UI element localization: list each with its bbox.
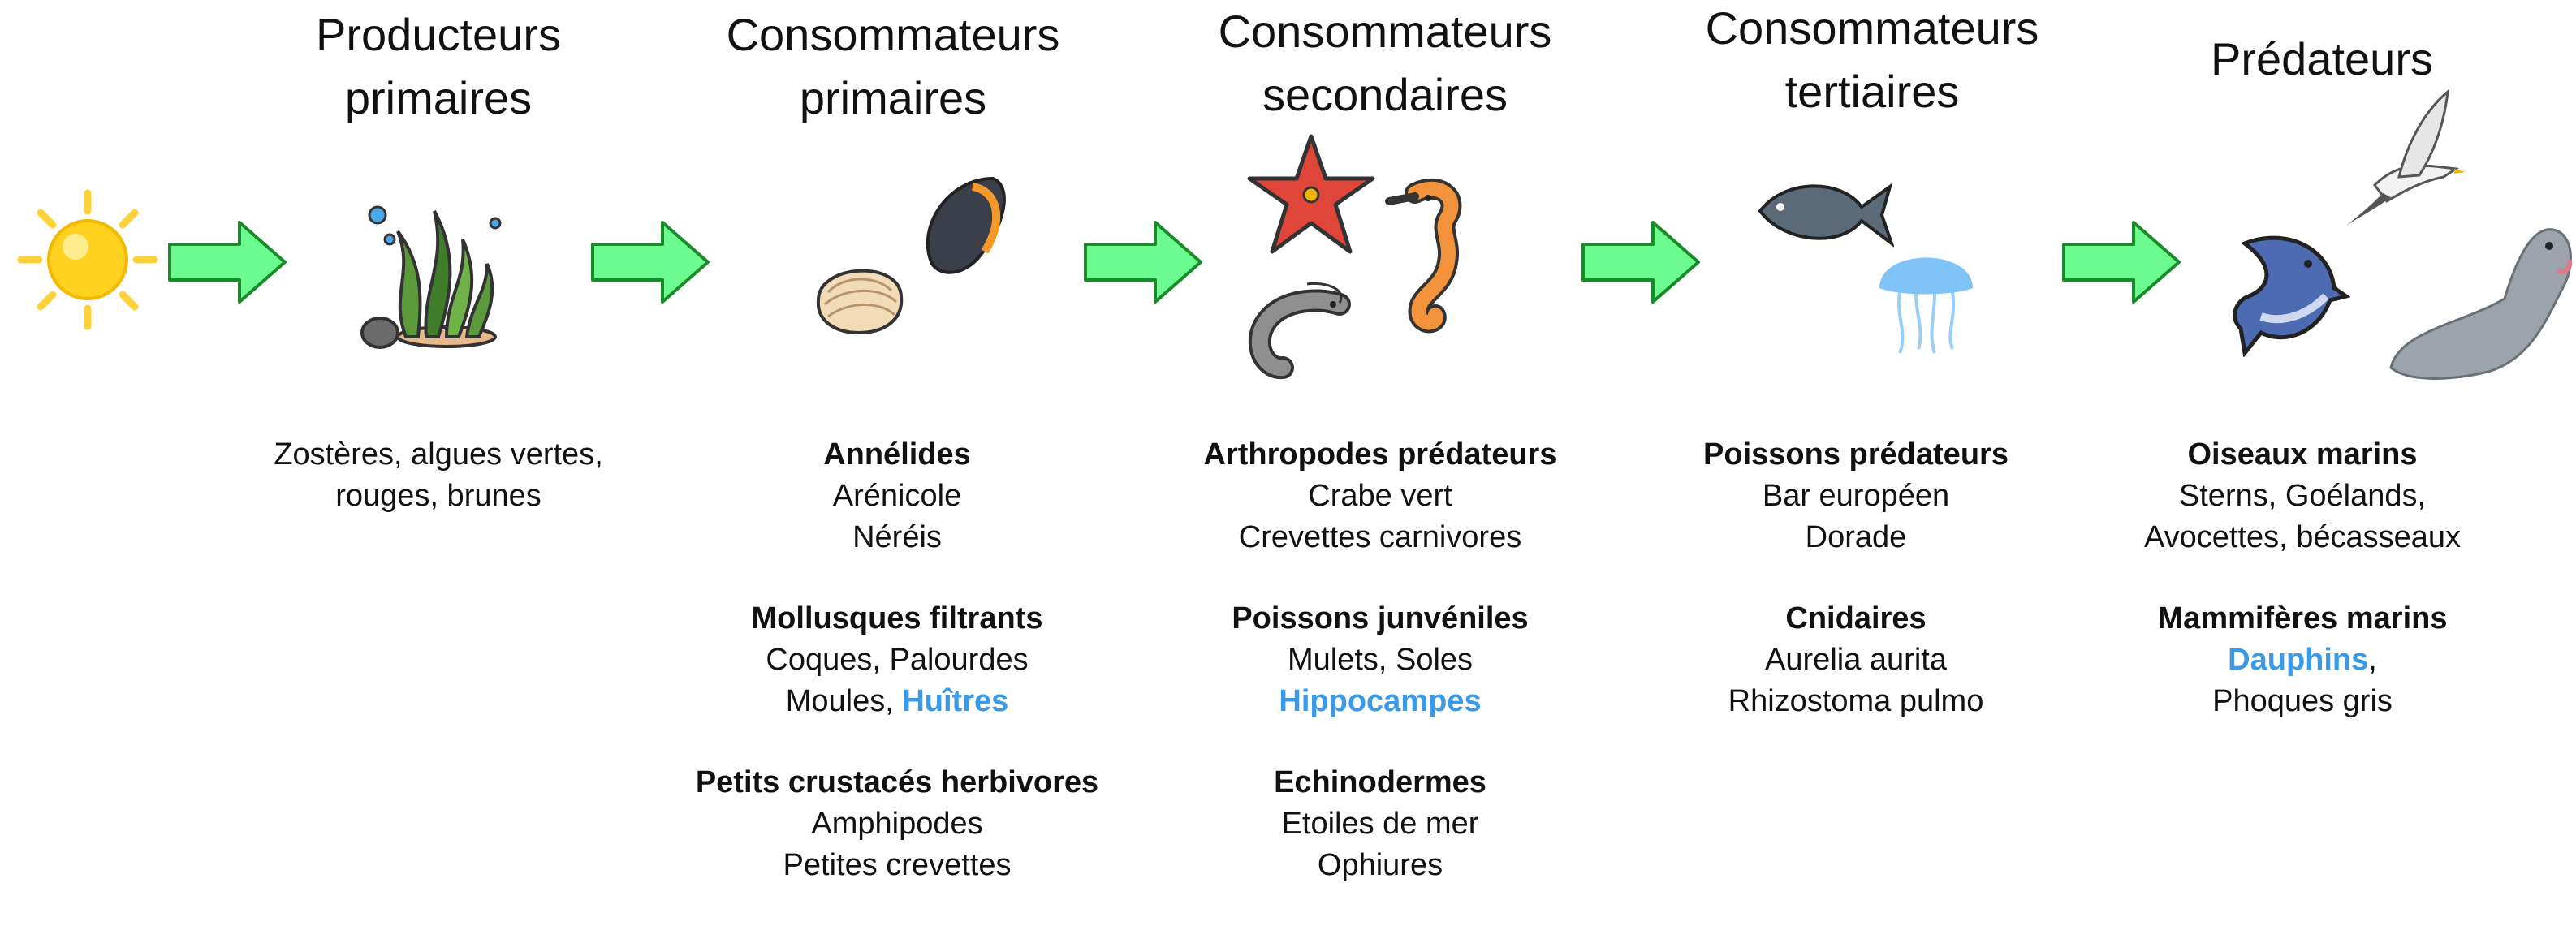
list-item: Crevettes carnivores (1137, 517, 1624, 558)
predateurs-list: Oiseaux marins Sterns, Goélands, Avocett… (2099, 434, 2505, 762)
arrow-icon (2060, 218, 2182, 307)
list-item: Dauphins, (2099, 640, 2505, 681)
seagull-icon (2342, 88, 2472, 230)
item-text: Moules, (786, 684, 903, 718)
list-item: Zostères, algues vertes, (235, 434, 641, 476)
primaires-list: Annélides Arénicole Néréis Mollusques fi… (654, 434, 1141, 926)
list-item: Phoques gris (2099, 681, 2505, 722)
title-consommateurs-primaires: Consommateurs primaires (698, 3, 1088, 130)
title-producteurs-primaires: Producteurs primaires (276, 3, 601, 130)
list-item: rouges, brunes (235, 476, 641, 517)
group-title: Mollusques filtrants (654, 598, 1141, 640)
title-consommateurs-secondaires: Consommateurs secondaires (1190, 0, 1580, 127)
producteurs-list: Zostères, algues vertes, rouges, brunes (235, 434, 641, 517)
title-predateurs: Prédateurs (2151, 28, 2492, 91)
group-poissons-juveniles: Poissons junvéniles Mulets, Soles Hippoc… (1137, 598, 1624, 722)
item-text: , (2368, 643, 2377, 677)
list-item: Ophiures (1137, 845, 1624, 886)
group-title: Petits crustacés herbivores (654, 762, 1141, 803)
list-item: Mulets, Soles (1137, 640, 1624, 681)
group-arthropodes: Arthropodes prédateurs Crabe vert Crevet… (1137, 434, 1624, 558)
group-title: Mammifères marins (2099, 598, 2505, 640)
title-line: Prédateurs (2151, 28, 2492, 91)
title-line: tertiaires (1677, 60, 2067, 123)
list-item: Coques, Palourdes (654, 640, 1141, 681)
title-line: primaires (276, 67, 601, 130)
group-poissons-predateurs: Poissons prédateurs Bar européen Dorade (1629, 434, 2083, 558)
group-title: Echinodermes (1137, 762, 1624, 803)
arrow-icon (1082, 218, 1204, 307)
highlight-text: Dauphins (2228, 643, 2368, 677)
group-cnidaires: Cnidaires Aurelia aurita Rhizostoma pulm… (1629, 598, 2083, 722)
seaweed-icon (357, 199, 503, 353)
title-line: secondaires (1190, 63, 1580, 127)
list-item: Dorade (1629, 517, 2083, 558)
sun-icon (15, 187, 161, 333)
title-line: Producteurs (276, 3, 601, 67)
group-title: Oiseaux marins (2099, 434, 2505, 476)
list-item: Etoiles de mer (1137, 803, 1624, 845)
seahorse-icon (1383, 177, 1472, 335)
group-mammiferes: Mammifères marins Dauphins, Phoques gris (2099, 598, 2505, 722)
group-crustaces: Petits crustacés herbivores Amphipodes P… (654, 762, 1141, 886)
list-item: Rhizostoma pulmo (1629, 681, 2083, 722)
highlight-text: Huîtres (902, 684, 1008, 718)
group-mollusques: Mollusques filtrants Coques, Palourdes M… (654, 598, 1141, 722)
title-line: Consommateurs (1677, 0, 2067, 60)
shrimp-icon (1242, 280, 1356, 381)
group-oiseaux: Oiseaux marins Sterns, Goélands, Avocett… (2099, 434, 2505, 558)
list-item: Aurelia aurita (1629, 640, 2083, 681)
list-item: Avocettes, bécasseaux (2099, 517, 2505, 558)
group-title: Poissons junvéniles (1137, 598, 1624, 640)
list-item: Arénicole (654, 476, 1141, 517)
seal-icon (2383, 209, 2576, 384)
group-title: Arthropodes prédateurs (1137, 434, 1624, 476)
group-title: Poissons prédateurs (1629, 434, 2083, 476)
dolphin-icon (2212, 219, 2350, 357)
starfish-icon (1245, 130, 1379, 260)
title-line: Consommateurs (1190, 0, 1580, 63)
list-item: Moules, Huîtres (654, 681, 1141, 722)
shell-icon (810, 243, 908, 341)
list-item: Petites crevettes (654, 845, 1141, 886)
arrow-icon (1580, 218, 1702, 307)
group-annelides: Annélides Arénicole Néréis (654, 434, 1141, 558)
arrow-icon (589, 218, 711, 307)
list-item: Amphipodes (654, 803, 1141, 845)
mussel-icon (916, 170, 1017, 280)
arrow-icon (166, 218, 288, 307)
list-item: Sterns, Goélands, (2099, 476, 2505, 517)
list-item: Néréis (654, 517, 1141, 558)
tertiaires-list: Poissons prédateurs Bar européen Dorade … (1629, 434, 2083, 762)
list-item: Crabe vert (1137, 476, 1624, 517)
list-item: Bar européen (1629, 476, 2083, 517)
group-title: Cnidaires (1629, 598, 2083, 640)
jellyfish-icon (1871, 235, 1981, 357)
group-echinodermes: Echinodermes Etoiles de mer Ophiures (1137, 762, 1624, 886)
highlight-text: Hippocampes (1137, 681, 1624, 722)
group-title: Annélides (654, 434, 1141, 476)
title-line: primaires (698, 67, 1088, 130)
title-line: Consommateurs (698, 3, 1088, 67)
secondaires-list: Arthropodes prédateurs Crabe vert Crevet… (1137, 434, 1624, 926)
title-consommateurs-tertiaires: Consommateurs tertiaires (1677, 0, 2067, 123)
